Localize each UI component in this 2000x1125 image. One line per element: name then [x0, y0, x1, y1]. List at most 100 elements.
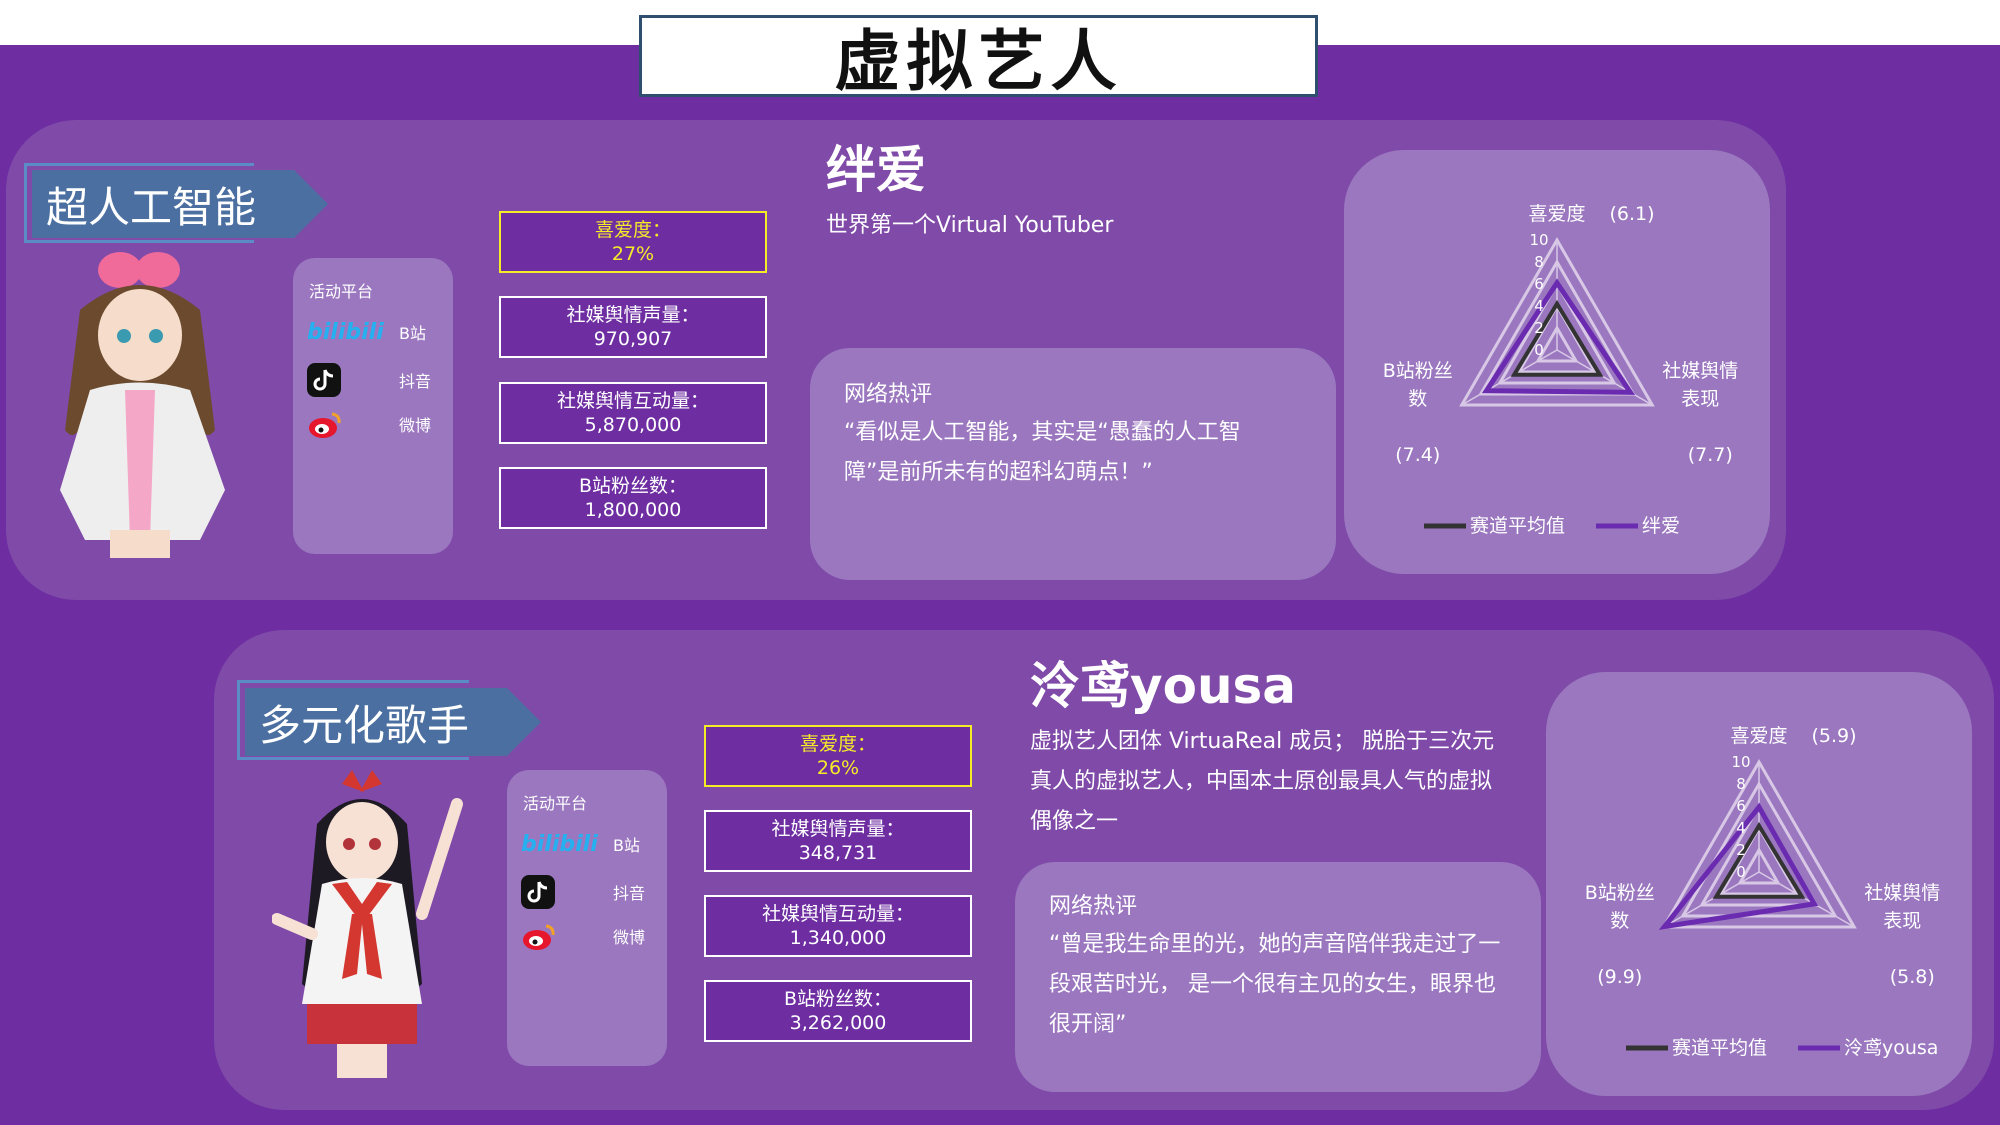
review-title: 网络热评 — [844, 382, 933, 407]
radar-axis-line — [1663, 871, 1760, 928]
radar-chart: 0246810喜爱度(5.9)社媒舆情表现(5.8)B站粉丝数(9.9)赛道平均… — [1585, 725, 1941, 1059]
platform-row-douyin: 抖音 — [307, 362, 442, 398]
stat-box-fans: B站粉丝数： 1,800,000 — [499, 467, 767, 529]
radar-series-1 — [1712, 821, 1806, 899]
radar-axis-label: B站粉丝 — [1383, 360, 1453, 382]
category-chip: 多元化歌手 — [245, 688, 541, 756]
radar-axis-label: 喜爱度 — [1528, 203, 1585, 225]
platform-label: 抖音 — [399, 372, 432, 391]
artist-description: 虚拟艺人团体 VirtuaReal 成员； 脱胎于三次元真人的虚拟艺人，中国本土… — [1030, 729, 1495, 834]
legend-label: 泠鸢yousa — [1844, 1037, 1938, 1059]
radar-panel: 0 2 4 6 8 10 喜爱度 (6.1) 社媒舆情表现 (7.7) B站粉丝数 (7.4) 赛道平均… — [1344, 150, 1770, 574]
review-card: 网络热评 “曾是我生命里的光，她的声音陪伴我走过了一段艰苦时光， 是一个很有主见… — [1015, 862, 1541, 1092]
weibo-icon — [521, 920, 591, 952]
artist-portrait — [60, 252, 225, 558]
radar-series-1 — [1510, 299, 1604, 377]
radar-tick-label: 10 — [1529, 231, 1548, 249]
radar-tick-label: 6 — [1736, 797, 1746, 815]
radar-tick-label: 2 — [1534, 319, 1544, 337]
radar-axis-value: (7.4) — [1395, 444, 1440, 466]
radar-grid-ring — [1535, 324, 1579, 363]
review-title: 网络热评 — [1049, 894, 1138, 919]
stat-box-volume: 社媒舆情声量： 348,731 — [704, 810, 972, 872]
platform-label: 抖音 — [613, 884, 646, 903]
bilibili-icon: bilibili — [307, 319, 384, 345]
stat-box-favorability: 喜爱度： 26% — [704, 725, 972, 787]
platform-row-bilibili: bilibili B站 — [521, 826, 656, 862]
category-label: 超人工智能 — [46, 182, 257, 232]
stat-box-interaction: 社媒舆情互动量： 1,340,000 — [704, 895, 972, 957]
hair-bow-left — [98, 252, 142, 288]
radar-tick-label: 4 — [1534, 297, 1544, 315]
radar-tick-label: 0 — [1534, 341, 1544, 359]
radar-grid-ring — [1737, 846, 1781, 885]
radar-axis-label: B站粉丝 — [1585, 882, 1655, 904]
radar-axis-line — [1758, 871, 1855, 928]
shirt — [302, 878, 422, 1004]
skirt — [307, 1004, 417, 1044]
douyin-icon — [521, 875, 591, 909]
artist-name: 绊爱 — [826, 141, 926, 199]
platform-label: B站 — [613, 836, 640, 855]
radar-axis-value: (9.9) — [1597, 966, 1642, 988]
douyin-icon — [307, 363, 377, 397]
radar-tick-label: 2 — [1736, 841, 1746, 859]
artist-name: 泠鸢yousa — [1030, 657, 1297, 715]
legend-label: 赛道平均值 — [1672, 1037, 1767, 1059]
category-chip: 超人工智能 — [32, 170, 328, 238]
category-chip-outline — [24, 163, 254, 243]
platform-row-weibo: 微博 — [521, 918, 656, 954]
platform-card: 活动平台 bilibili B站 抖音 — [293, 258, 453, 554]
platform-label: B站 — [399, 324, 426, 343]
radar-axis-label: 数 — [1408, 388, 1427, 410]
radar-axis-value: (5.8) — [1890, 966, 1935, 988]
platform-title: 活动平台 — [309, 282, 374, 301]
radar-tick-label: 8 — [1736, 775, 1746, 793]
stat-box-favorability: 喜爱度： 27% — [499, 211, 767, 273]
review-card: 网络热评 “看似是人工智能，其实是“愚蠢的人工智障”是前所未有的超科幻萌点！” — [810, 348, 1336, 580]
platform-label: 微博 — [399, 416, 432, 435]
radar-axis-label: 数 — [1610, 910, 1629, 932]
hair-bow-right — [136, 252, 180, 288]
radar-axis-line — [1556, 349, 1653, 406]
radar-axis-label: 社媒舆情 — [1662, 360, 1738, 382]
radar-axis-line — [1461, 349, 1558, 406]
platform-label: 微博 — [613, 928, 646, 947]
stat-box-fans: B站粉丝数： 3,262,000 — [704, 980, 972, 1042]
platform-title: 活动平台 — [523, 794, 588, 813]
radar-tick-label: 6 — [1534, 275, 1544, 293]
radar-axis-label: 社媒舆情 — [1864, 882, 1940, 904]
category-chip-outline — [237, 680, 469, 760]
platform-row-weibo: 微博 — [307, 406, 442, 442]
radar-grid-ring — [1459, 236, 1655, 407]
legend-label: 赛道平均值 — [1470, 515, 1565, 537]
legend-label: 绊爱 — [1642, 515, 1680, 537]
hair-bow — [342, 770, 364, 792]
weibo-icon — [307, 408, 377, 440]
artist-portrait — [272, 770, 463, 1078]
review-text: “看似是人工智能，其实是“愚蠢的人工智障”是前所未有的超科幻萌点！” — [844, 420, 1241, 485]
radar-axis-value: (5.9) — [1811, 725, 1856, 747]
radar-tick-label: 8 — [1534, 253, 1544, 271]
radar-axis-value: (6.1) — [1609, 203, 1654, 225]
platform-row-bilibili: bilibili B站 — [307, 314, 442, 350]
radar-tick-label: 0 — [1736, 863, 1746, 881]
face — [326, 802, 398, 882]
radar-grid-ring — [1661, 758, 1857, 929]
stat-box-volume: 社媒舆情声量： 970,907 — [499, 296, 767, 358]
stat-box-interaction: 社媒舆情互动量： 5,870,000 — [499, 382, 767, 444]
radar-axis-label: 表现 — [1883, 910, 1921, 932]
category-label: 多元化歌手 — [259, 700, 470, 750]
radar-grid-ring — [1497, 281, 1617, 385]
page-title: 虚拟艺人 — [639, 15, 1318, 100]
review-text: “曾是我生命里的光，她的声音陪伴我走过了一段艰苦时光， 是一个很有主见的女生，眼… — [1049, 932, 1501, 1037]
radar-series-2 — [1658, 802, 1819, 930]
radar-axis-label: 表现 — [1681, 388, 1719, 410]
platform-row-douyin: 抖音 — [521, 874, 656, 910]
artist-description: 世界第一个Virtual YouTuber — [826, 213, 1114, 238]
face — [98, 289, 182, 381]
radar-axis-value: (7.7) — [1688, 444, 1733, 466]
bilibili-icon: bilibili — [521, 831, 598, 857]
